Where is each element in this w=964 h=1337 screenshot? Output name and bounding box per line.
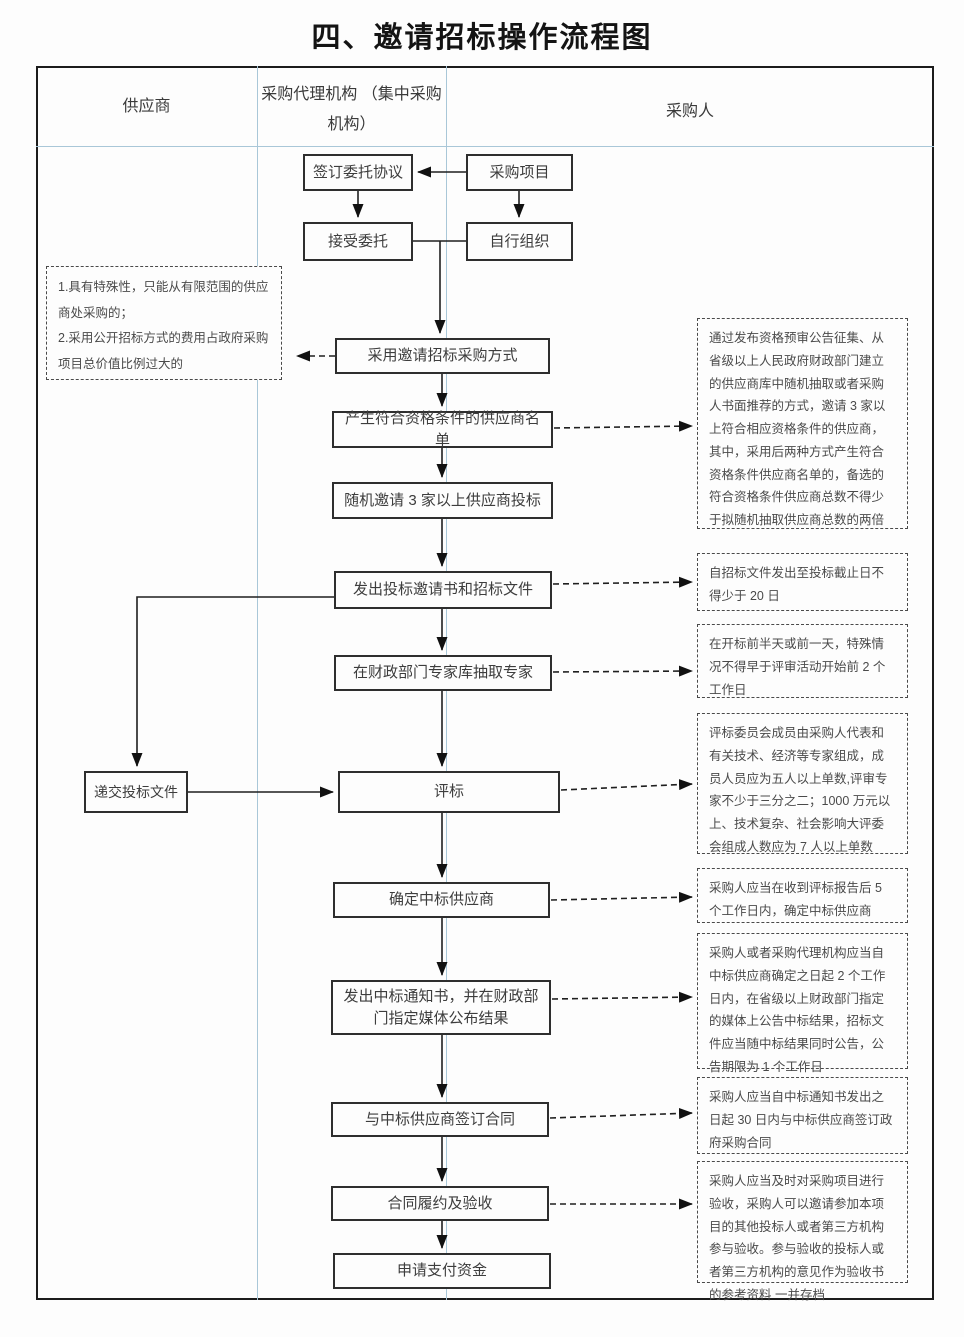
lane-header-purchaser: 采购人 (665, 103, 714, 120)
note-expert-timing: 在开标前半天或前一天，特殊情况不得早于评审活动开始前 2 个工作日 (697, 624, 908, 698)
note-announce-2-days: 采购人或者采购代理机构应当自中标供应商确定之日起 2 个工作日内，在省级以上财政… (697, 933, 908, 1074)
flow-box-random-invite: 随机邀请 3 家以上供应商投标 (332, 482, 553, 519)
lane-header-agency-line2: （集中采购机构） (327, 86, 442, 134)
dashed-connectors (296, 350, 693, 1210)
note-determine-5-days: 采购人应当在收到评标报告后 5 个工作日内，确定中标供应商 (697, 868, 908, 923)
note-committee: 评标委员会成员由采购人代表和有关技术、经济等专家组成，成员人员应为五人以上单数,… (697, 713, 908, 854)
note-left-conditions: 1.具有特殊性，只能从有限范围的供应商处采购的； 2.采用公开招标方式的费用占政… (46, 266, 282, 380)
note-left-item2: 2.采用公开招标方式的费用占政府采购项目总价值比例过大的 (58, 331, 269, 371)
note-qualification: 通过发布资格预审公告征集、从省级以上人民政府财政部门建立的供应商库中随机抽取或者… (697, 318, 908, 529)
flow-box-issue-invitation: 发出投标邀请书和招标文件 (334, 571, 552, 609)
flow-box-apply-payment: 申请支付资金 (333, 1253, 551, 1289)
flow-box-evaluation: 评标 (338, 771, 560, 813)
solid-connectors (131, 166, 525, 1249)
lane-divider-1 (257, 66, 258, 1300)
flow-box-submit-bid: 递交投标文件 (84, 771, 188, 813)
flow-box-determine-winner: 确定中标供应商 (333, 882, 550, 918)
flow-box-sign-contract: 与中标供应商签订合同 (331, 1102, 549, 1137)
note-deadline-20-days: 自招标文件发出至投标截止日不得少于 20 日 (697, 553, 908, 611)
lane-header-agency-line1: 采购代理机构 (261, 86, 358, 103)
flow-box-accept-entrustment: 接受委托 (303, 222, 413, 261)
note-contract-30-days: 采购人应当自中标通知书发出之日起 30 日内与中标供应商签订政府采购合同 (697, 1077, 908, 1154)
header-divider (36, 146, 934, 147)
flow-box-issue-notice: 发出中标通知书，并在财政部门指定媒体公布结果 (331, 980, 551, 1035)
flow-box-sign-agreement: 签订委托协议 (303, 154, 413, 191)
flow-box-performance: 合同履约及验收 (331, 1186, 549, 1221)
lane-header-supplier: 供应商 (122, 98, 171, 115)
page-title: 四、邀请招标操作流程图 (311, 22, 653, 54)
note-left-item1: 1.具有特殊性，只能从有限范围的供应商处采购的； (58, 280, 269, 320)
flow-box-procurement-project: 采购项目 (466, 154, 573, 191)
flow-box-self-organize: 自行组织 (466, 222, 573, 261)
lane-header-agency: 采购代理机构 （集中采购机构） (257, 80, 446, 141)
flow-box-draw-experts: 在财政部门专家库抽取专家 (334, 655, 552, 691)
flow-box-supplier-list: 产生符合资格条件的供应商名单 (332, 410, 553, 449)
note-acceptance: 采购人应当及时对采购项目进行验收，采购人可以邀请参加本项目的其他投标人或者第三方… (697, 1161, 908, 1302)
flow-box-adopt-method: 采用邀请招标采购方式 (335, 338, 550, 374)
diagram-frame (36, 66, 934, 1300)
